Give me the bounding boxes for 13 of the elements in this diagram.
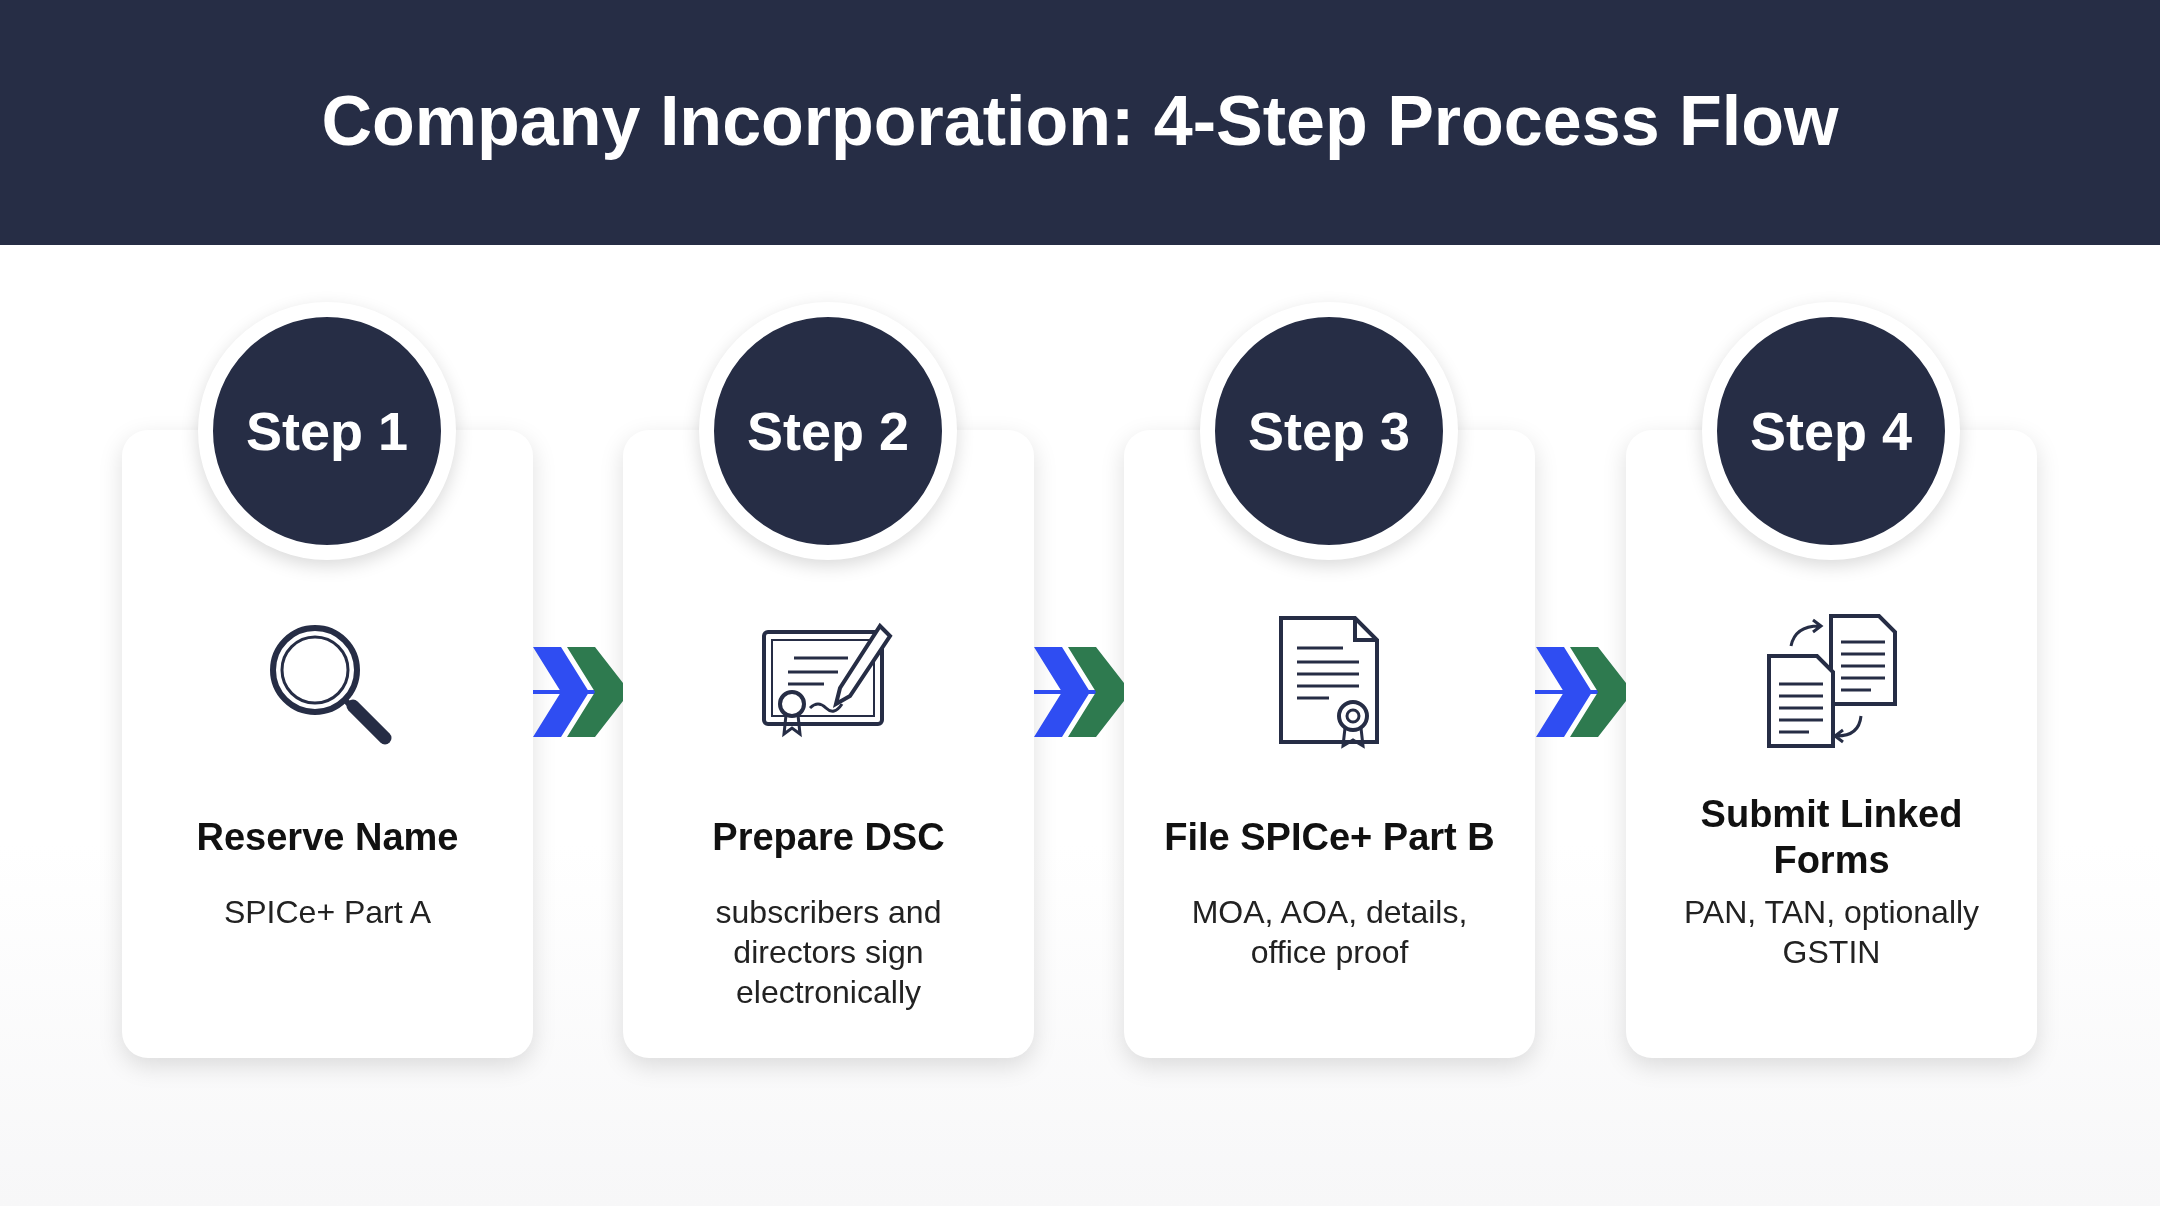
step-description: subscribers and directors sign electronically bbox=[714, 893, 943, 1012]
step-description: PAN, TAN, optionally GSTIN bbox=[1682, 893, 1981, 972]
step-description: SPICe+ Part A bbox=[222, 893, 433, 932]
step-heading: Prepare DSC bbox=[712, 815, 945, 860]
step-heading: Reserve Name bbox=[196, 815, 459, 860]
step-number: Step 1 bbox=[245, 400, 409, 462]
step-heading: File SPICe+ Part B bbox=[1164, 815, 1495, 860]
step-heading: Submit Linked Forms bbox=[1699, 792, 1964, 883]
title: Company Incorporation: 4-Step Process Flow bbox=[321, 81, 1839, 162]
step-number: Step 2 bbox=[746, 400, 910, 462]
step-number: Step 3 bbox=[1247, 400, 1411, 462]
step-description: MOA, AOA, details, office proof bbox=[1190, 893, 1469, 972]
step-number: Step 4 bbox=[1749, 400, 1913, 462]
